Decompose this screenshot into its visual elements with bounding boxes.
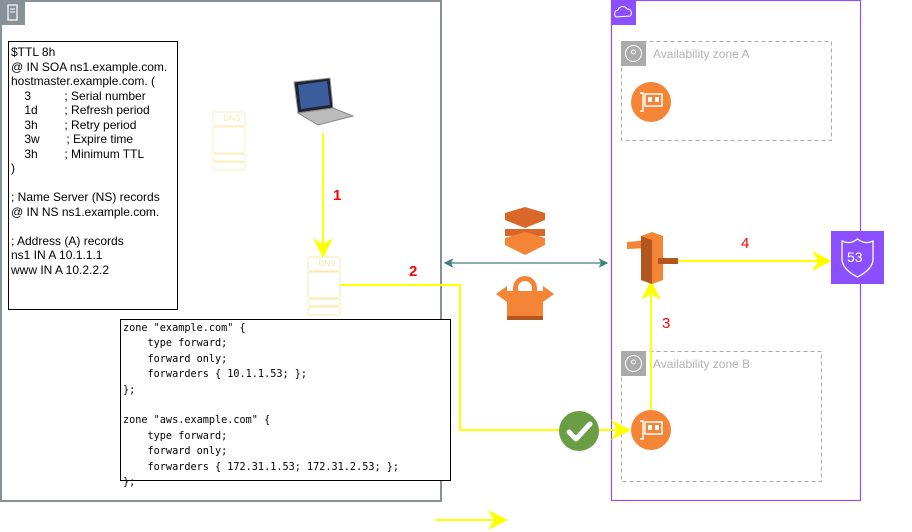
az-b-label: Availability zone B [653,357,751,371]
availability-zone-a [621,41,832,141]
step-2-label: 2 [409,263,418,280]
forward-zone-config: zone "example.com" { type forward; forwa… [120,319,451,488]
route53-icon [831,231,884,284]
availability-zone-b [621,351,822,482]
check-icon [559,411,599,451]
direct-connect-icon [505,207,545,255]
on-premises-container [0,0,442,502]
step-4-label: 4 [741,235,750,252]
route53-label: 53 [847,249,863,265]
vpc-cloud-icon [611,0,636,25]
resolver-endpoint-icon [627,232,678,284]
network-interface-icon-az-b [631,410,671,450]
location-pin-icon [621,351,646,376]
az-a-label: Availability zone A [653,47,750,61]
dns-label-faded: DNS [223,114,241,123]
server-icon [0,0,25,25]
location-pin-icon [621,41,646,66]
network-interface-icon-az-a [631,82,671,122]
zone-file-text: $TTL 8h @ IN SOA ns1.example.com. hostma… [8,41,178,310]
step-1-label: 1 [333,187,342,204]
vpn-gateway-icon [496,276,554,320]
dns-server-icon-faded [212,111,246,171]
flow-arrow-2 [340,284,631,440]
laptop-icon [293,77,355,126]
step-3-label: 3 [662,315,671,332]
dns-label: DNS [318,259,336,268]
